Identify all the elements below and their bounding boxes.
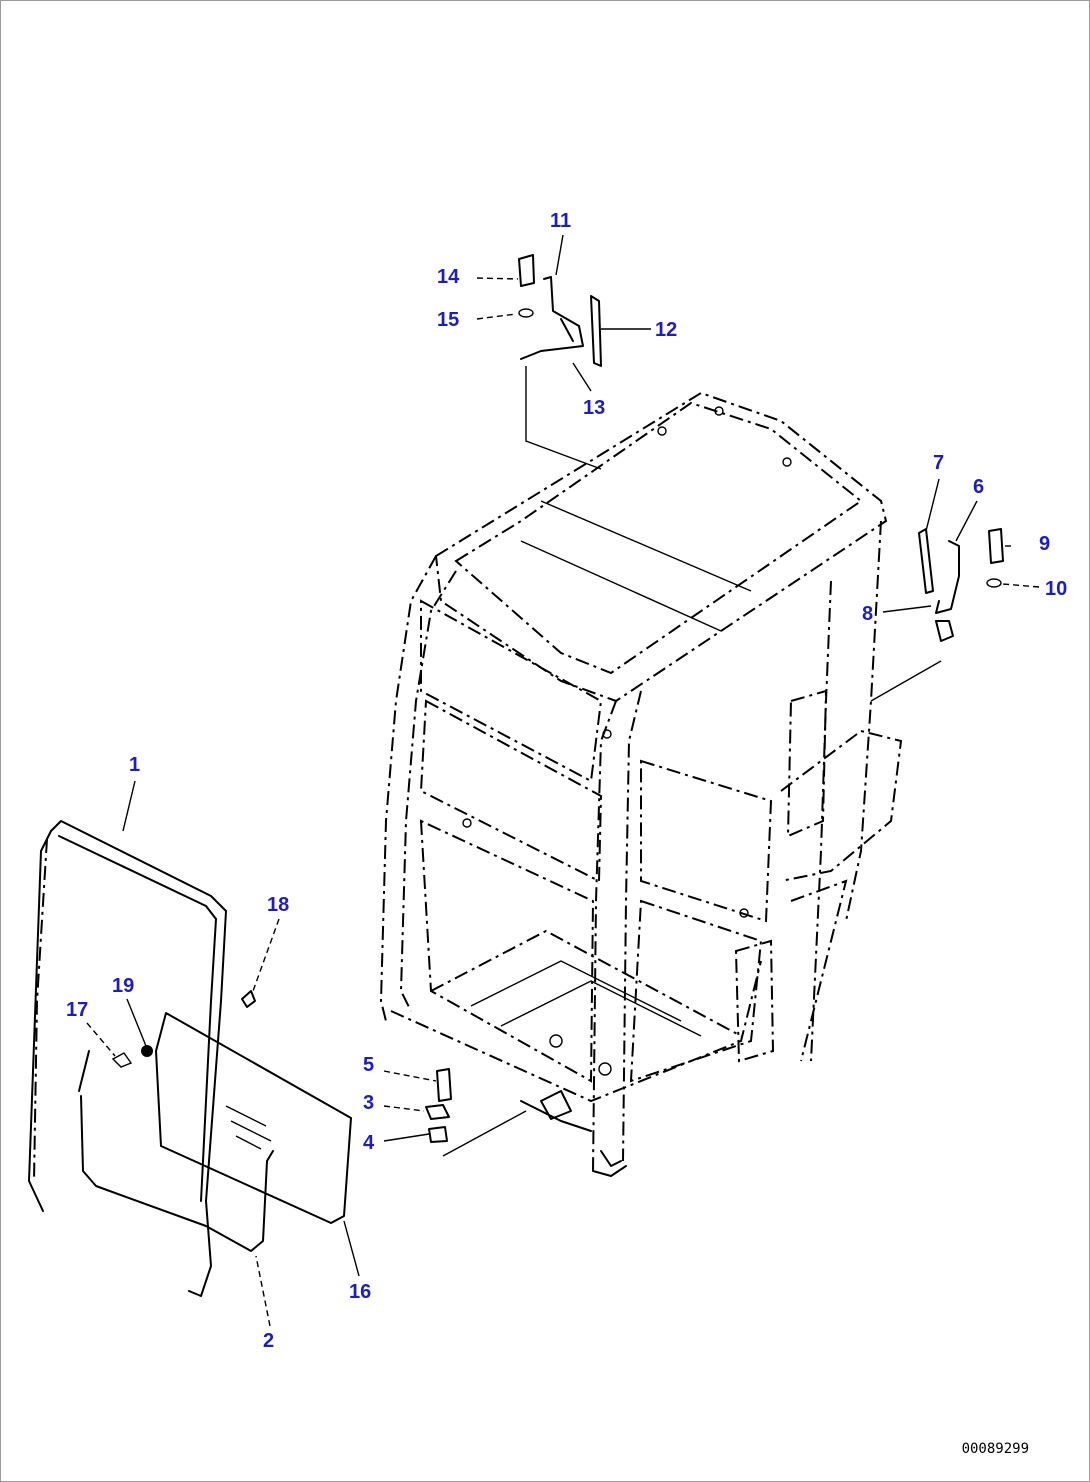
callout-5: 5 xyxy=(363,1054,375,1076)
callout-12: 12 xyxy=(655,319,678,341)
drawing-number: 00089299 xyxy=(961,1441,1029,1457)
callout-13: 13 xyxy=(583,397,606,419)
leader-lines xyxy=(86,234,1040,1327)
callout-6: 6 xyxy=(973,476,985,498)
callout-9: 9 xyxy=(1039,533,1051,555)
callout-1: 1 xyxy=(129,754,141,776)
callout-7: 7 xyxy=(933,452,945,474)
right-hinge-parts xyxy=(870,528,1004,702)
cab-frame xyxy=(379,391,903,1177)
door-glass-assembly xyxy=(28,820,352,1297)
callout-18-19: 19 xyxy=(112,975,135,997)
callout-10: 10 xyxy=(1045,578,1068,600)
callout-4: 4 xyxy=(363,1132,375,1154)
callout-18: 18 xyxy=(267,894,290,916)
callout-14: 14 xyxy=(437,266,460,288)
upper-bracket-parts xyxy=(518,254,602,470)
callout-2: 2 xyxy=(263,1330,275,1352)
callout-8: 8 xyxy=(862,603,874,625)
lower-hardware-parts xyxy=(425,1068,527,1157)
callout-15: 15 xyxy=(437,309,460,331)
callout-16: 16 xyxy=(349,1281,372,1303)
callout-3: 3 xyxy=(363,1092,375,1114)
callout-17: 17 xyxy=(66,999,89,1021)
callout-11: 11 xyxy=(550,210,572,232)
